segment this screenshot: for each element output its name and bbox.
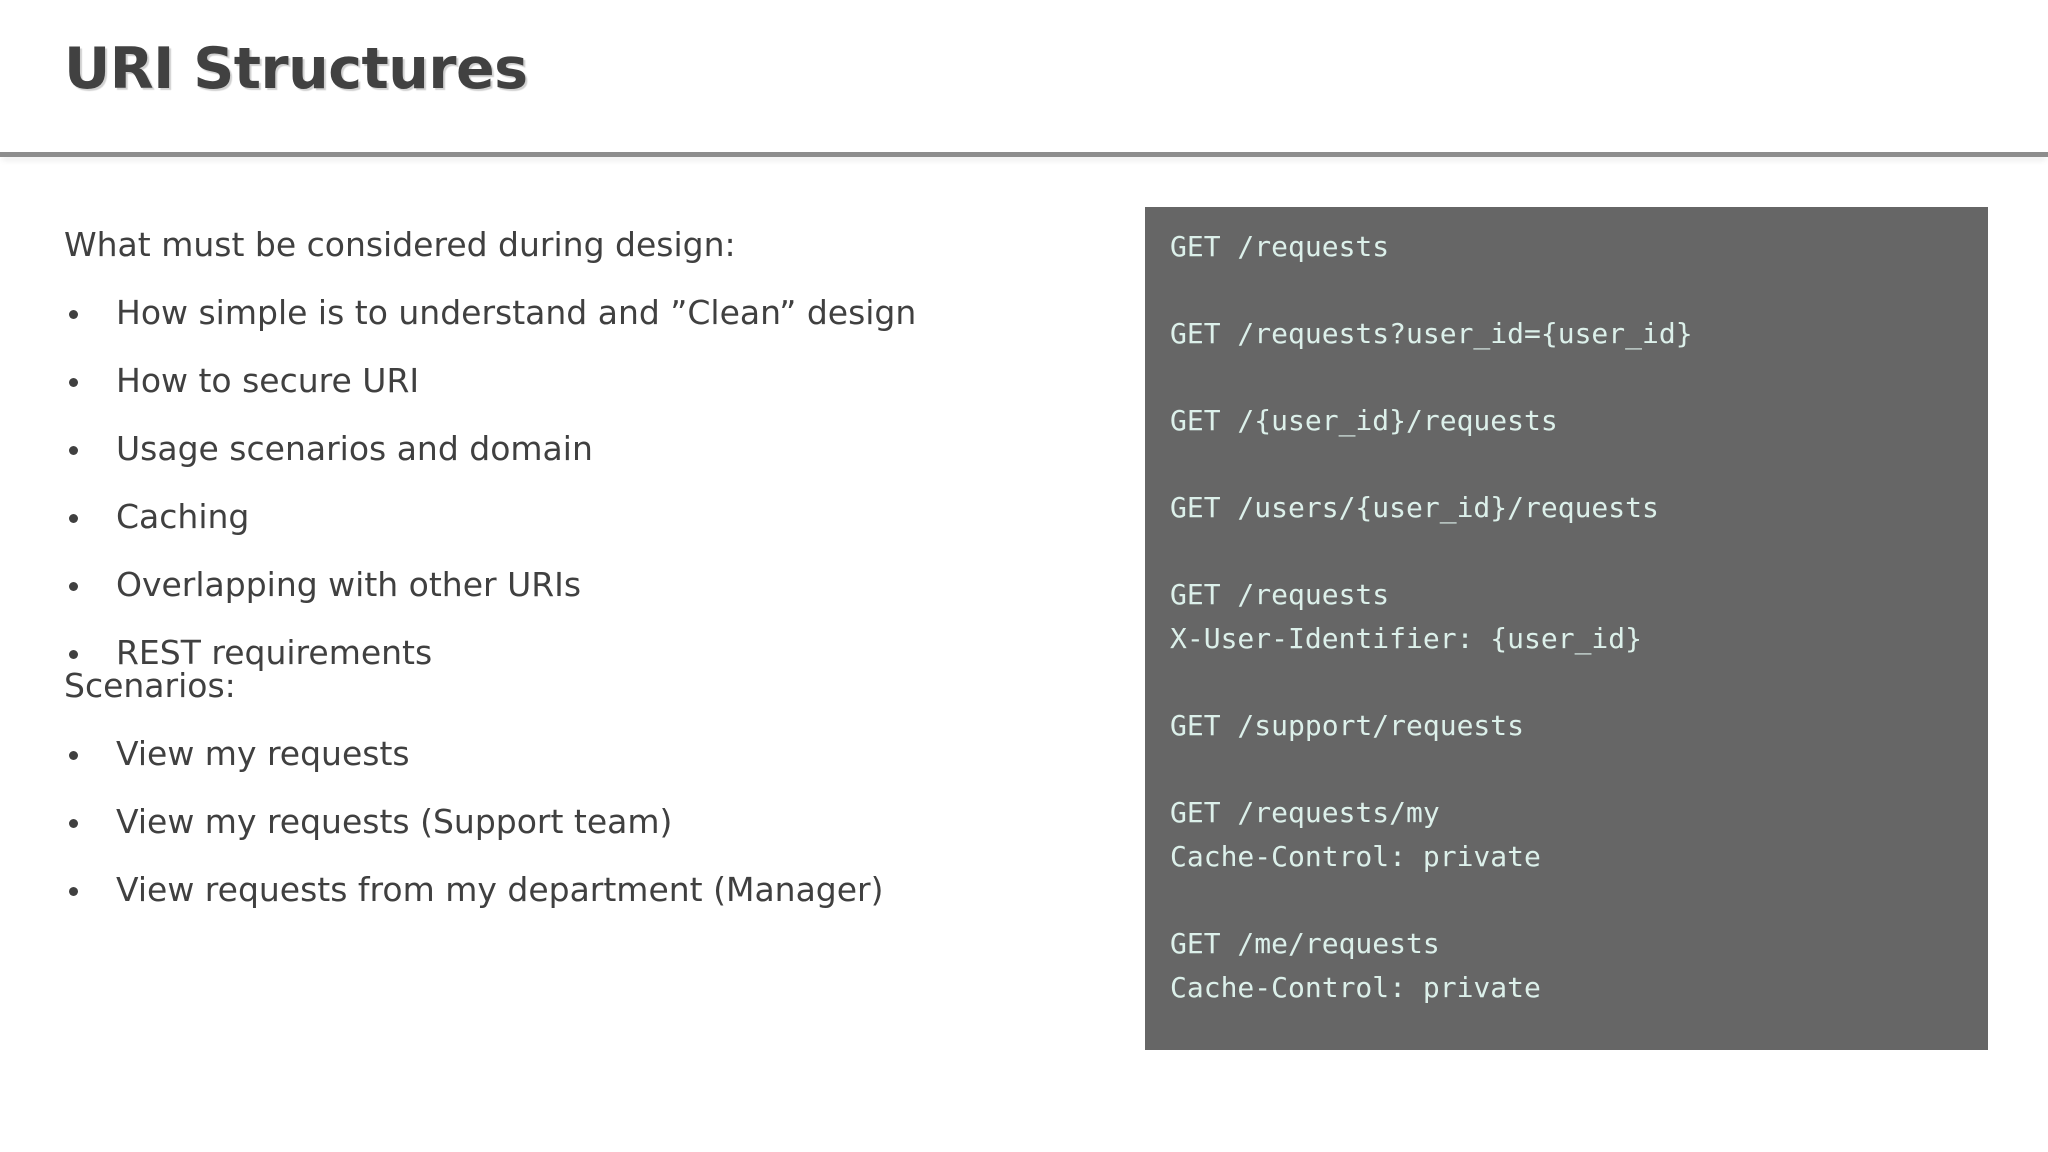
bullet-dot-icon <box>69 378 78 387</box>
bullet-dot-icon <box>69 514 78 523</box>
bullet-dot-icon <box>69 446 78 455</box>
title-bar: URI Structures <box>0 0 2048 155</box>
page-title: URI Structures <box>64 36 528 102</box>
list-item: View my requests (Support team) <box>64 805 1074 838</box>
design-bullet-list: How simple is to understand and ”Clean” … <box>64 296 1074 669</box>
bullet-dot-icon <box>69 751 78 760</box>
list-item: View requests from my department (Manage… <box>64 873 1074 906</box>
list-item: REST requirements <box>64 636 1074 669</box>
list-item-label: How simple is to understand and ”Clean” … <box>116 293 917 332</box>
list-item-label: Overlapping with other URIs <box>116 565 582 604</box>
bullet-dot-icon <box>69 887 78 896</box>
code-line: GET /users/{user_id}/requests <box>1170 491 1659 524</box>
list-item: How simple is to understand and ”Clean” … <box>64 296 1074 329</box>
bullet-dot-icon <box>69 310 78 319</box>
code-panel-content: GET /requests GET /requests?user_id={use… <box>1170 225 1978 1010</box>
list-item-label: View my requests (Support team) <box>116 802 673 841</box>
list-item-label: How to secure URI <box>116 361 420 400</box>
code-line: GET /requests <box>1170 230 1390 263</box>
scenarios-heading: Scenarios: <box>64 666 236 705</box>
content-left-column: What must be considered during design: H… <box>64 228 1074 906</box>
list-item-label: REST requirements <box>116 633 433 672</box>
title-divider-rule <box>0 152 2048 157</box>
code-line: GET /requests/my Cache-Control: private <box>1170 796 1541 873</box>
bullet-dot-icon <box>69 582 78 591</box>
list-item-label: View requests from my department (Manage… <box>116 870 884 909</box>
list-item-label: View my requests <box>116 734 410 773</box>
list-item-label: Usage scenarios and domain <box>116 429 593 468</box>
code-line: GET /requests?user_id={user_id} <box>1170 317 1693 350</box>
list-item: Usage scenarios and domain <box>64 432 1074 465</box>
code-line: GET /{user_id}/requests <box>1170 404 1558 437</box>
scenarios-bullet-list: View my requests View my requests (Suppo… <box>64 737 1074 906</box>
bullet-dot-icon <box>69 819 78 828</box>
bullet-dot-icon <box>69 650 78 659</box>
list-item-label: Caching <box>116 497 250 536</box>
list-item: View my requests <box>64 737 1074 770</box>
code-line: GET /support/requests <box>1170 709 1525 742</box>
code-panel: GET /requests GET /requests?user_id={use… <box>1145 207 1988 1050</box>
code-line: GET /me/requests Cache-Control: private <box>1170 927 1541 1004</box>
list-item: How to secure URI <box>64 364 1074 397</box>
design-lead-text: What must be considered during design: <box>64 225 736 264</box>
code-line: GET /requests X-User-Identifier: {user_i… <box>1170 578 1643 655</box>
list-item: Overlapping with other URIs <box>64 568 1074 601</box>
list-item: Caching <box>64 500 1074 533</box>
